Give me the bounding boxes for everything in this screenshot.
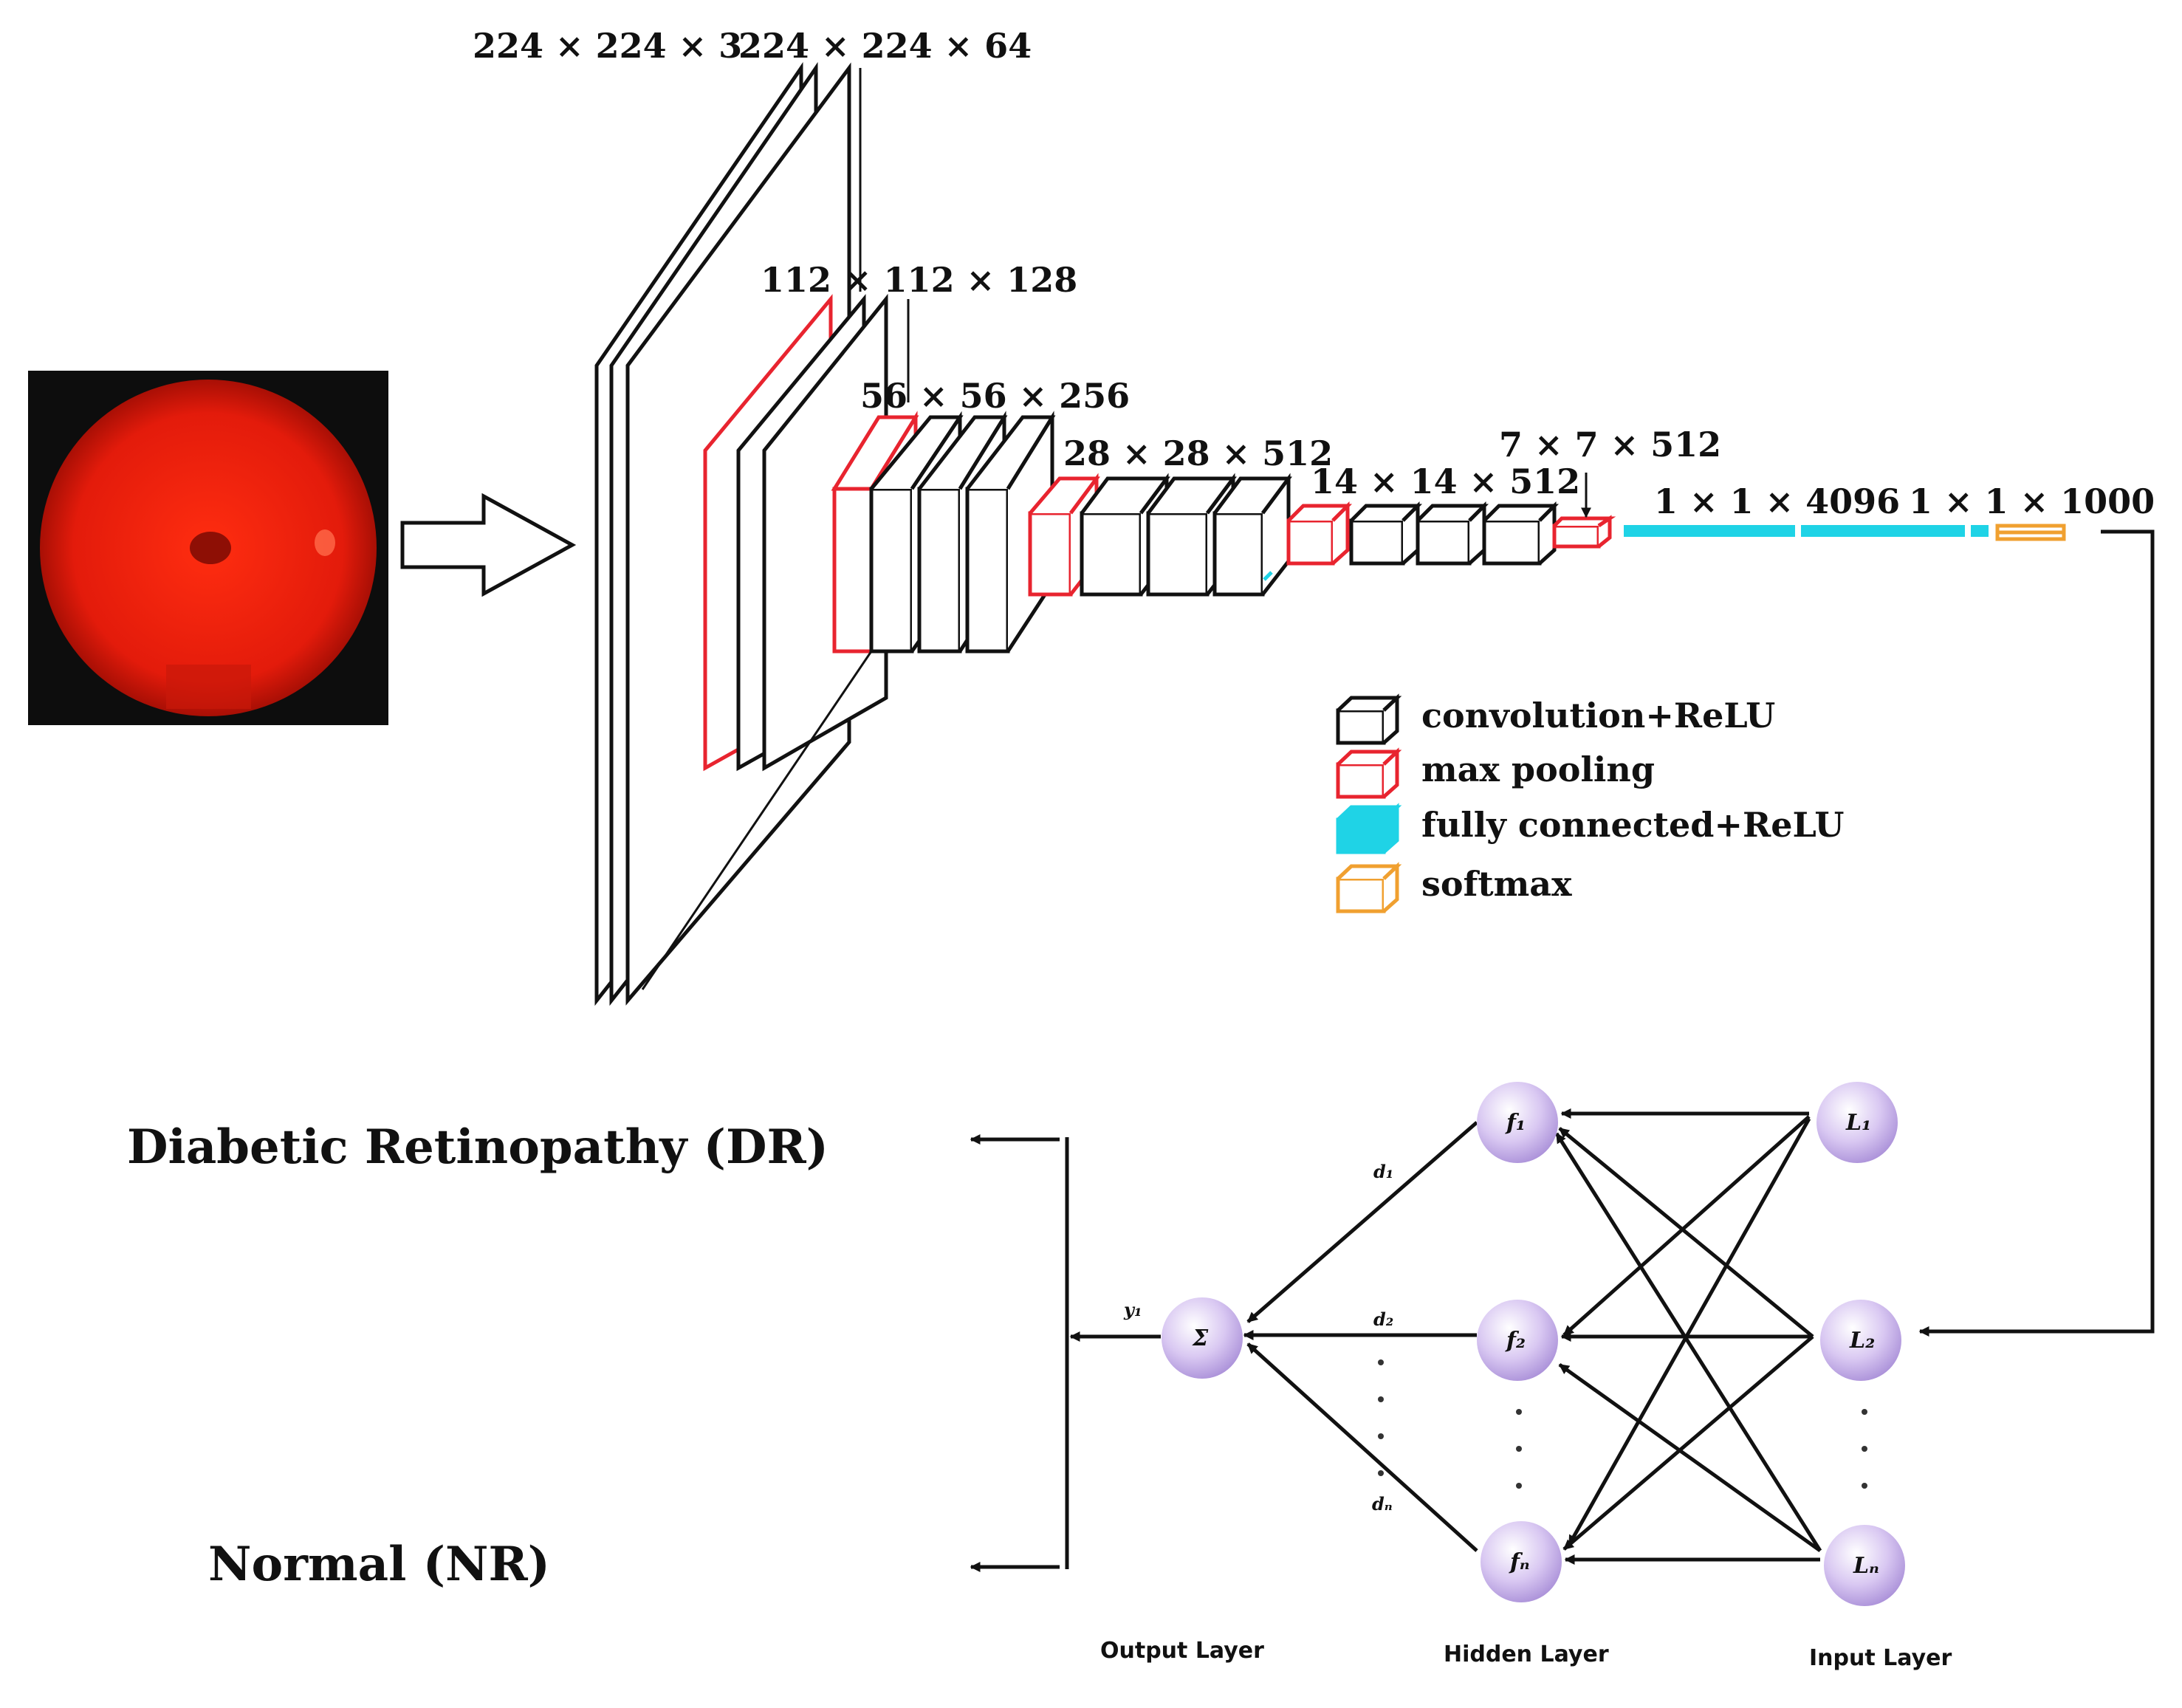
legend-convolution-relu-icon — [1336, 693, 1402, 745]
weight-label-n: dₙ — [1372, 1493, 1393, 1515]
ann-hidden-node-2: f₂ — [1477, 1300, 1558, 1381]
legend-convolution-relu-label: convolution+ReLU — [1421, 696, 1775, 735]
dim-block2: 112 × 112 × 128 — [761, 260, 1077, 300]
conv5-cubes — [1349, 501, 1560, 566]
input-node-1-label: L₁ — [1845, 1110, 1871, 1136]
conv4-cubes — [1080, 473, 1292, 597]
hidden-layer-label: Hidden Layer — [1444, 1642, 1609, 1667]
legend-softmax-label: softmax — [1421, 864, 1572, 904]
input-node-2-label: L₂ — [1849, 1328, 1875, 1354]
dim-input: 224 × 224 × 3 — [473, 26, 742, 66]
pool5-cube — [1552, 515, 1616, 549]
weight-label-2: d₂ — [1373, 1309, 1393, 1330]
outcome-normal: Normal (NR) — [208, 1537, 550, 1592]
softmax-layer — [1995, 524, 2066, 541]
output-signal-label: y₁ — [1123, 1299, 1142, 1320]
ann-ellipsis-dots — [1378, 1359, 1867, 1489]
output-node-label: Σ — [1192, 1325, 1209, 1351]
dim-softmax: 1 × 1 × 1000 — [1909, 481, 2155, 521]
ann-output-node: Σ — [1162, 1297, 1243, 1379]
input-layer-label: Input Layer — [1809, 1645, 1952, 1671]
legend-max-pooling-label: max pooling — [1421, 750, 1655, 789]
dim-pool5: 7 × 7 × 512 — [1499, 425, 1721, 464]
ann-input-node-2: L₂ — [1820, 1300, 1901, 1381]
conv-block-5 — [1286, 501, 1560, 566]
weight-label-1: d₁ — [1373, 1161, 1393, 1182]
legend: convolution+ReLU max pooling fully conne… — [1336, 693, 1844, 913]
ann-hidden-node-n: fₙ — [1481, 1521, 1562, 1602]
hidden-node-1-label: f₁ — [1505, 1110, 1526, 1136]
legend-max-pooling-icon — [1336, 747, 1402, 799]
dim-block1: 224 × 224 × 64 — [738, 26, 1032, 66]
ann-hidden-node-1: f₁ — [1477, 1082, 1558, 1163]
hidden-node-n-label: fₙ — [1509, 1549, 1530, 1575]
dim-block3: 56 × 56 × 256 — [860, 376, 1130, 416]
ann-edges — [970, 1108, 1822, 1572]
ann-input-node-n: Lₙ — [1824, 1525, 1905, 1606]
hidden-node-2-label: f₂ — [1505, 1328, 1526, 1354]
pool4-cube — [1286, 501, 1353, 566]
ann-input-node-1: L₁ — [1816, 1082, 1898, 1163]
dim-fc: 1 × 1 × 4096 — [1654, 481, 1900, 521]
input-arrow-icon — [400, 493, 577, 597]
legend-fully-connected-icon — [1336, 803, 1402, 854]
output-layer-label: Output Layer — [1100, 1638, 1264, 1664]
outcome-diabetic-retinopathy: Diabetic Retinopathy (DR) — [127, 1119, 828, 1175]
input-node-n-label: Lₙ — [1853, 1553, 1879, 1579]
cnn-to-ann-connector — [1918, 529, 2155, 1337]
retina-fundus-image — [28, 371, 388, 725]
legend-fully-connected-label: fully connected+ReLU — [1421, 805, 1844, 845]
conv-block-4 — [1028, 473, 1292, 597]
legend-softmax-icon — [1336, 862, 1402, 913]
fully-connected-layers — [1624, 525, 1989, 537]
dim-block5: 14 × 14 × 512 — [1311, 462, 1580, 501]
dim-block4: 28 × 28 × 512 — [1063, 433, 1333, 473]
